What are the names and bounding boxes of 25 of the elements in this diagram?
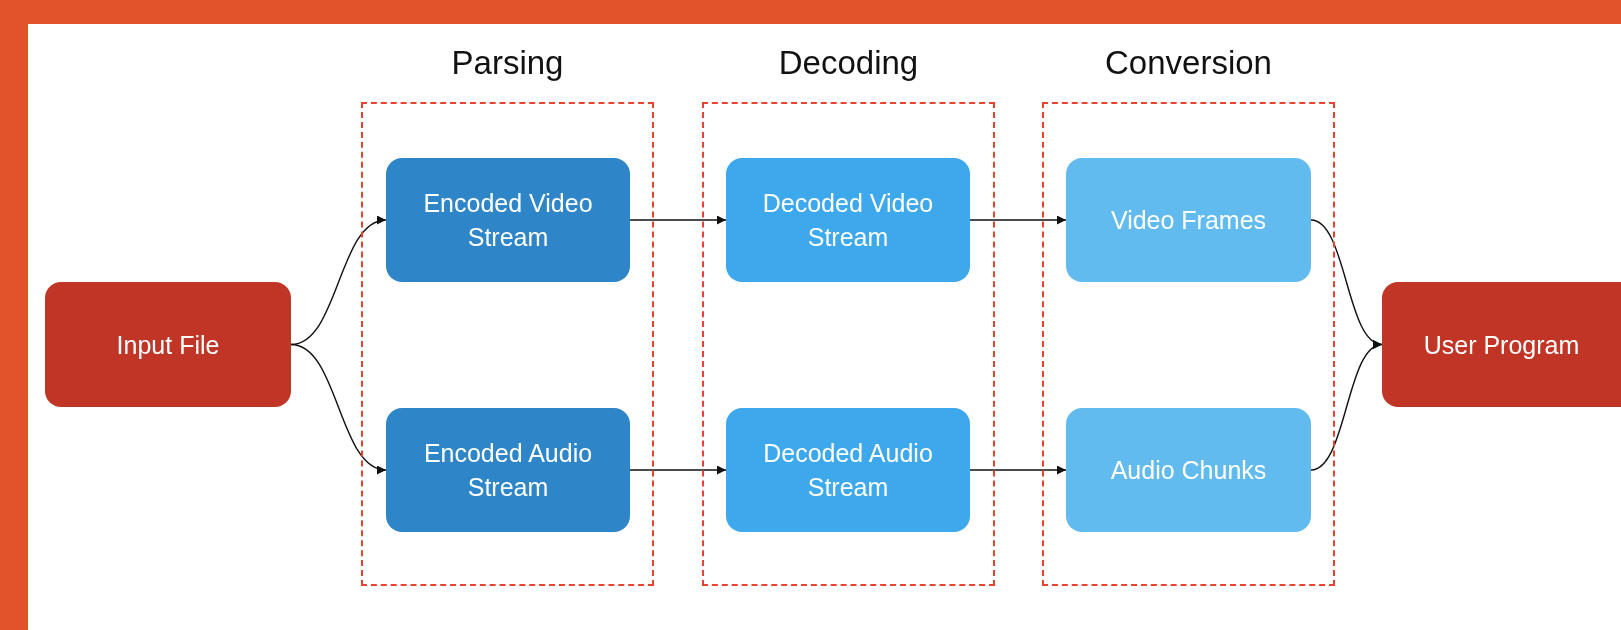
process-box — [45, 282, 291, 407]
node-label: Input File — [116, 329, 220, 361]
node-label: Audio Chunks — [1110, 455, 1267, 486]
process-box — [726, 408, 970, 532]
process-box — [386, 158, 630, 282]
node-label: User Program — [1423, 329, 1580, 361]
node-label: Encoded Audio Stream — [422, 438, 594, 503]
process-box — [386, 408, 630, 532]
process-box — [1382, 282, 1621, 407]
arrow — [1310, 342, 1383, 471]
process-box — [1066, 408, 1311, 532]
stage-title: Decoding — [777, 44, 920, 82]
node-label: Encoded Video Stream — [422, 188, 594, 253]
stage-title: Parsing — [450, 44, 565, 82]
arrow — [629, 465, 727, 475]
arrow — [969, 465, 1067, 475]
stage-title: Conversion — [1104, 44, 1273, 82]
node-label: Decoded Video Stream — [761, 188, 935, 253]
arrow — [290, 343, 387, 473]
node-label: Video Frames — [1110, 205, 1267, 236]
arrow — [969, 215, 1067, 225]
process-box — [1066, 158, 1311, 282]
node-label: Decoded Audio Stream — [762, 438, 934, 503]
arrow — [629, 215, 727, 225]
process-box — [726, 158, 970, 282]
